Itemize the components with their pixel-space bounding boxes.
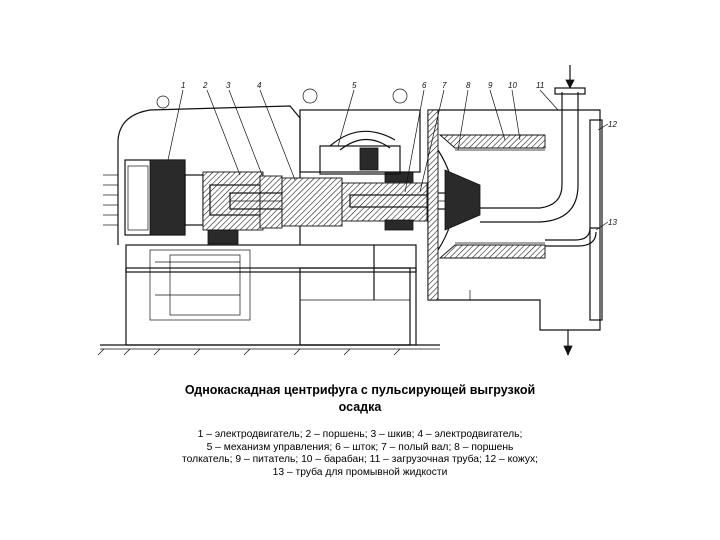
label-5: 5 — [352, 81, 357, 90]
label-12: 12 — [608, 120, 617, 129]
drum-10 — [437, 134, 546, 259]
centrifuge-drawing: 1 2 3 4 5 6 7 8 9 10 11 12 13 — [97, 65, 617, 356]
control-mechanism — [299, 88, 421, 175]
label-7: 7 — [442, 81, 447, 90]
electric-motor-1 — [124, 159, 204, 236]
label-4: 4 — [257, 81, 262, 90]
motor-housing — [103, 88, 318, 245]
label-10: 10 — [508, 81, 517, 90]
casing-12 — [427, 109, 603, 331]
figure-title-line-2: осадка — [338, 400, 382, 414]
figure-title-line-1: Однокаскадная центрифуга с пульсирующей … — [184, 383, 536, 397]
leader-lines — [167, 89, 609, 231]
label-9: 9 — [488, 81, 493, 90]
floor-line — [97, 344, 440, 356]
feed-pipe-11 — [480, 65, 586, 223]
caption-line: 5 – механизм управления; 6 – шток; 7 – п… — [206, 441, 514, 453]
pulley-assembly — [202, 171, 283, 245]
label-13: 13 — [608, 218, 617, 227]
figure-title: Однокаскадная центрифуга с пульсирующей … — [110, 382, 610, 416]
label-1: 1 — [181, 81, 185, 90]
figure-caption: 1 – электродвигатель; 2 – поршень; 3 – ш… — [130, 429, 590, 479]
base-frame — [125, 244, 417, 346]
label-6: 6 — [422, 81, 427, 90]
caption-line: 1 – электродвигатель; 2 – поршень; 3 – ш… — [197, 429, 523, 440]
label-2: 2 — [202, 81, 208, 90]
label-3: 3 — [226, 81, 231, 90]
label-8: 8 — [466, 81, 471, 90]
label-11: 11 — [536, 81, 544, 90]
wash-pipe-13 — [545, 227, 600, 247]
caption-line: толкатель; 9 – питатель; 10 – барабан; 1… — [181, 454, 539, 465]
part-labels: 1 2 3 4 5 6 7 8 9 10 11 12 13 — [181, 81, 617, 227]
caption-line: 13 – труба для промывной жидкости — [272, 466, 448, 478]
discharge-outlet — [563, 330, 573, 356]
